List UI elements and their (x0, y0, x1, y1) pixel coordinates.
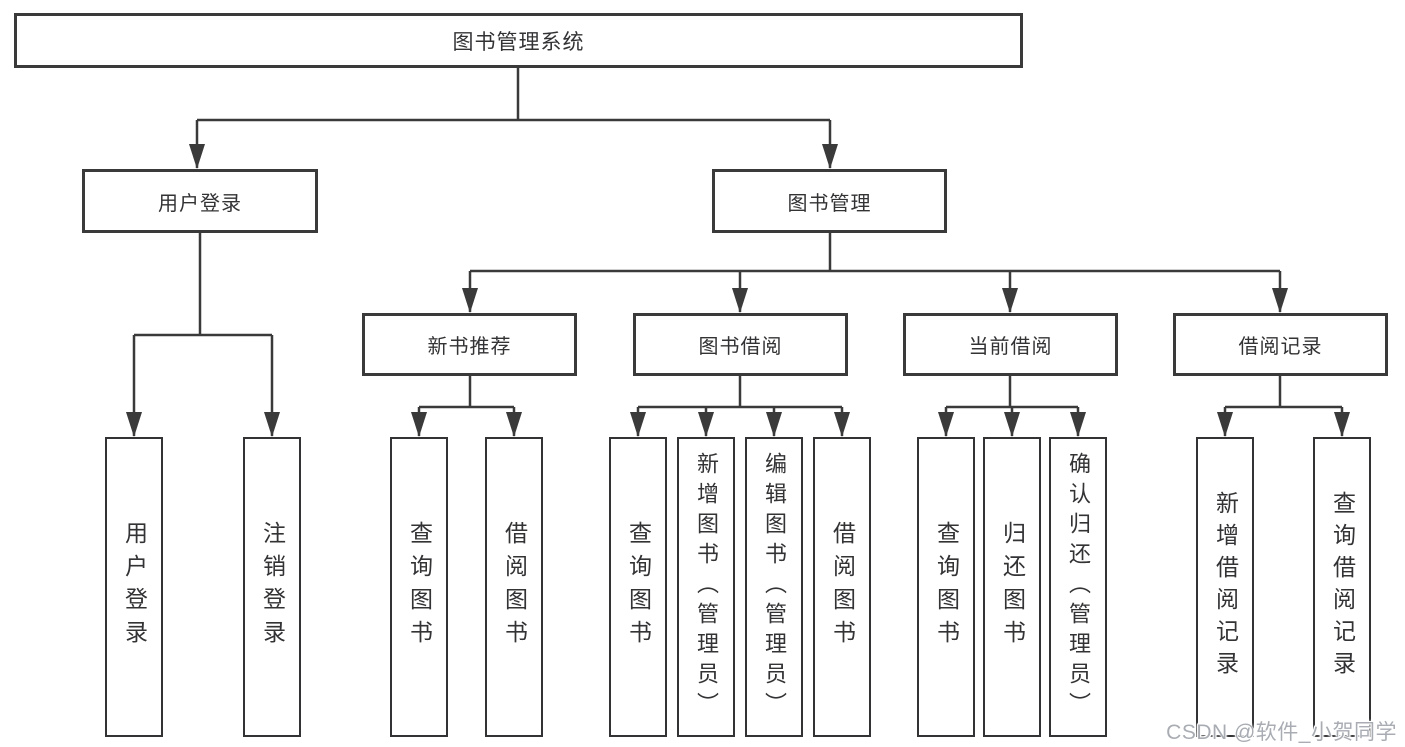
leaf-rec-query-books: 查询图书 (390, 437, 448, 737)
leaf-rec-query-books-label: 查询图书 (406, 521, 433, 653)
leaf-add-borrow-record-label: 新增借阅记录 (1212, 491, 1239, 683)
connector-book-mgmt-children (468, 233, 1282, 312)
leaf-add-books-admin-label: 新增图书（管理员） (694, 452, 719, 722)
connector-borrow-records-children (1223, 376, 1344, 436)
leaf-logout-label: 注销登录 (259, 521, 286, 653)
leaf-logout: 注销登录 (243, 437, 301, 737)
leaf-query-borrow-record: 查询借阅记录 (1313, 437, 1371, 737)
node-root: 图书管理系统 (14, 13, 1023, 68)
leaf-return-books: 归还图书 (983, 437, 1041, 737)
leaf-return-books-label: 归还图书 (999, 521, 1026, 653)
leaf-borrow-books: 借阅图书 (813, 437, 871, 737)
leaf-borrow-query-books: 查询图书 (609, 437, 667, 737)
leaf-rec-borrow-books: 借阅图书 (485, 437, 543, 737)
leaf-current-query-books-label: 查询图书 (933, 521, 960, 653)
node-book-borrow-label: 图书借阅 (698, 336, 783, 358)
leaf-current-query-books: 查询图书 (917, 437, 975, 737)
leaf-borrow-books-label: 借阅图书 (829, 521, 856, 653)
leaf-confirm-return-admin-label: 确认归还（管理员） (1066, 452, 1091, 722)
node-borrow-records: 借阅记录 (1173, 313, 1388, 376)
leaf-user-login: 用户登录 (105, 437, 163, 737)
node-new-book-rec-label: 新书推荐 (427, 336, 512, 358)
connector-user-login-children (132, 233, 274, 436)
leaf-add-borrow-record: 新增借阅记录 (1196, 437, 1254, 737)
node-new-book-rec: 新书推荐 (362, 313, 577, 376)
leaf-rec-borrow-books-label: 借阅图书 (501, 521, 528, 653)
leaf-borrow-query-books-label: 查询图书 (625, 521, 652, 653)
node-book-mgmt: 图书管理 (712, 169, 947, 233)
leaf-add-books-admin: 新增图书（管理员） (677, 437, 735, 737)
connector-book-borrow-children (636, 376, 844, 436)
leaf-confirm-return-admin: 确认归还（管理员） (1049, 437, 1107, 737)
connector-root-to-level2 (195, 68, 832, 168)
leaf-user-login-label: 用户登录 (121, 521, 148, 653)
node-user-login: 用户登录 (82, 169, 318, 233)
node-book-borrow: 图书借阅 (633, 313, 848, 376)
node-current-borrow: 当前借阅 (903, 313, 1118, 376)
node-current-borrow-label: 当前借阅 (968, 336, 1053, 358)
csdn-watermark: CSDN @软件_小贺同学 (1166, 721, 1397, 744)
node-borrow-records-label: 借阅记录 (1238, 336, 1323, 358)
leaf-query-borrow-record-label: 查询借阅记录 (1329, 491, 1356, 683)
node-user-login-label: 用户登录 (158, 192, 242, 215)
leaf-edit-books-admin: 编辑图书（管理员） (745, 437, 803, 737)
connector-new-book-rec-children (417, 376, 516, 436)
arrowheads (126, 144, 1350, 437)
node-root-label: 图书管理系统 (452, 30, 585, 54)
node-book-mgmt-label: 图书管理 (787, 192, 872, 215)
leaf-edit-books-admin-label: 编辑图书（管理员） (762, 452, 787, 722)
